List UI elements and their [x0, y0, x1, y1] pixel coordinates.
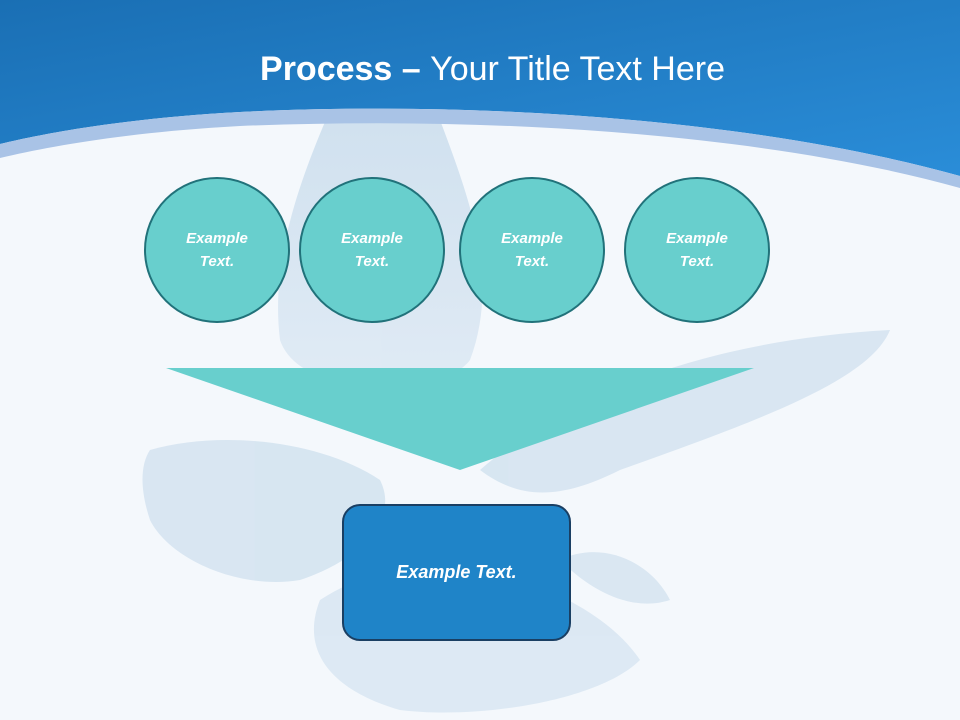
step-text-4: Example Text. — [666, 230, 728, 270]
header-band — [0, 0, 960, 176]
result-text: Example Text. — [396, 562, 517, 582]
step-circle-1: Example Text. — [144, 177, 290, 323]
step-text-2: Example Text. — [341, 230, 403, 270]
step-text-1: Example Text. — [186, 230, 248, 270]
title-dash: – — [392, 50, 431, 88]
step-circle-4: Example Text. — [624, 177, 770, 323]
title-bold: Process — [260, 50, 393, 88]
step-circle-3: Example Text. — [459, 177, 605, 323]
title-rest: Your Title Text Here — [430, 50, 725, 88]
result-box: Example Text. — [342, 504, 571, 641]
step-text-3: Example Text. — [501, 230, 563, 270]
step-circle-2: Example Text. — [299, 177, 445, 323]
header-wave — [0, 108, 960, 188]
funnel-arrow — [166, 368, 754, 470]
slide-title: Process – Your Title Text Here — [0, 50, 960, 89]
